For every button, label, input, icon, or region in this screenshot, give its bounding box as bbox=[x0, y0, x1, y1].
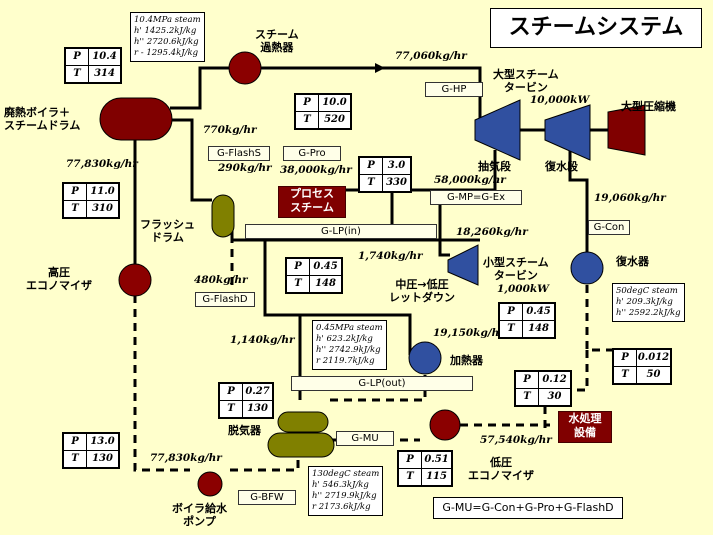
large-turbine-label: 大型スチームタービン bbox=[493, 68, 559, 94]
tag-g-bfw: G-BFW bbox=[238, 490, 296, 505]
flow-lp-out: 1,140kg/hr bbox=[230, 334, 295, 346]
flow-heater: 19,150kg/hr bbox=[433, 327, 505, 339]
tag-g-con: G-Con bbox=[588, 220, 630, 235]
steam-pipes bbox=[133, 66, 589, 400]
flow-process: 38,000kg/hr bbox=[280, 164, 352, 176]
pipe-small-turbine bbox=[438, 190, 450, 257]
flow-boiler-flash: 770kg/hr bbox=[203, 124, 257, 136]
extraction-stage-label: 抽気段 bbox=[478, 160, 511, 173]
pipe-condenser-out bbox=[585, 285, 620, 352]
flash-drum-shape bbox=[211, 194, 235, 238]
flow-flash-drain: 480kg/hr bbox=[194, 274, 248, 286]
pipe-hp bbox=[260, 66, 482, 120]
flow-large-turbine-power: 10,000kW bbox=[530, 94, 590, 106]
small-turbine-shape bbox=[447, 244, 479, 286]
flash-drum-label: フラッシュドラム bbox=[140, 218, 195, 244]
pipe-condensing bbox=[568, 150, 589, 260]
pipe-pump-deaerator bbox=[230, 460, 300, 472]
flow-condensing: 19,060kg/hr bbox=[594, 192, 666, 204]
water-treatment-box: 水処理設備 bbox=[558, 411, 612, 443]
boiler-drum-shape bbox=[99, 97, 173, 141]
condenser-label: 復水器 bbox=[616, 255, 649, 268]
deaerator-label: 脱気器 bbox=[228, 424, 261, 437]
pipe-feed bbox=[133, 295, 190, 472]
tag-g-flashs: G-FlashS bbox=[208, 146, 270, 161]
turbine-lp-shape bbox=[544, 104, 591, 161]
flow-makeup: 57,540kg/hr bbox=[480, 434, 552, 446]
heater-label: 加熱器 bbox=[450, 354, 483, 367]
feed-pump-label: ボイラ給水ポンプ bbox=[172, 502, 227, 528]
superheater-shape bbox=[228, 51, 262, 85]
compressor-shape bbox=[607, 104, 646, 156]
flow-extraction: 58,000kg/hr bbox=[434, 174, 506, 186]
lp-econ-label: 低圧エコノマイザ bbox=[468, 456, 534, 482]
condensing-stage-label: 復水段 bbox=[545, 160, 578, 173]
tag-g-flashd: G-FlashD bbox=[195, 292, 255, 307]
equation-box: G-MU=G-Con+G-Pro+G-FlashD bbox=[433, 497, 623, 519]
tag-g-mu: G-MU bbox=[336, 431, 394, 446]
flow-letdown: 1,740kg/hr bbox=[358, 250, 423, 262]
lp-econ-shape bbox=[429, 409, 461, 441]
flow-flash-steam: 290kg/hr bbox=[218, 162, 272, 174]
hp-econ-shape bbox=[118, 263, 152, 297]
process-steam-box: プロセススチーム bbox=[278, 186, 346, 218]
letdown-label: 中圧→低圧レットダウン bbox=[389, 278, 455, 304]
pipe-heater-out bbox=[330, 375, 427, 402]
flow-boiler-feed: 77,830kg/hr bbox=[66, 158, 138, 170]
feed-pump-shape bbox=[197, 471, 223, 497]
page-title: スチームシステム bbox=[490, 8, 702, 48]
boiler-label: 廃熱ボイラ＋スチームドラム bbox=[4, 106, 81, 132]
flow-feed-pump: 77,830kg/hr bbox=[150, 452, 222, 464]
flow-hp-steam: 77,060kg/hr bbox=[395, 50, 467, 62]
superheater-label: スチーム過熱器 bbox=[255, 28, 299, 54]
tag-g-hp: G-HP bbox=[425, 82, 483, 97]
flow-lp-in: 18,260kg/hr bbox=[456, 226, 528, 238]
condenser-shape bbox=[570, 251, 604, 285]
pipe-flash bbox=[170, 118, 212, 202]
flow-small-turbine-power: 1,000kW bbox=[497, 283, 549, 295]
tag-g-mp: G-MP=G-Ex bbox=[430, 190, 522, 205]
tag-g-lp-out: G-LP(out) bbox=[291, 376, 473, 391]
arrow-hp bbox=[375, 63, 385, 73]
hp-econ-label: 高圧エコノマイザ bbox=[26, 266, 92, 292]
heater-shape bbox=[408, 341, 442, 375]
turbine-hp-shape bbox=[474, 99, 521, 161]
deaerator-bottom-shape bbox=[267, 432, 335, 458]
tag-g-pro: G-Pro bbox=[283, 146, 341, 161]
deaerator-top-shape bbox=[277, 411, 329, 433]
compressor-label: 大型圧縮機 bbox=[621, 100, 676, 113]
pipe-lp-heater bbox=[263, 240, 412, 355]
tag-g-lp-in: G-LP(in) bbox=[245, 224, 437, 239]
small-turbine-label: 小型スチームタービン bbox=[483, 256, 549, 282]
